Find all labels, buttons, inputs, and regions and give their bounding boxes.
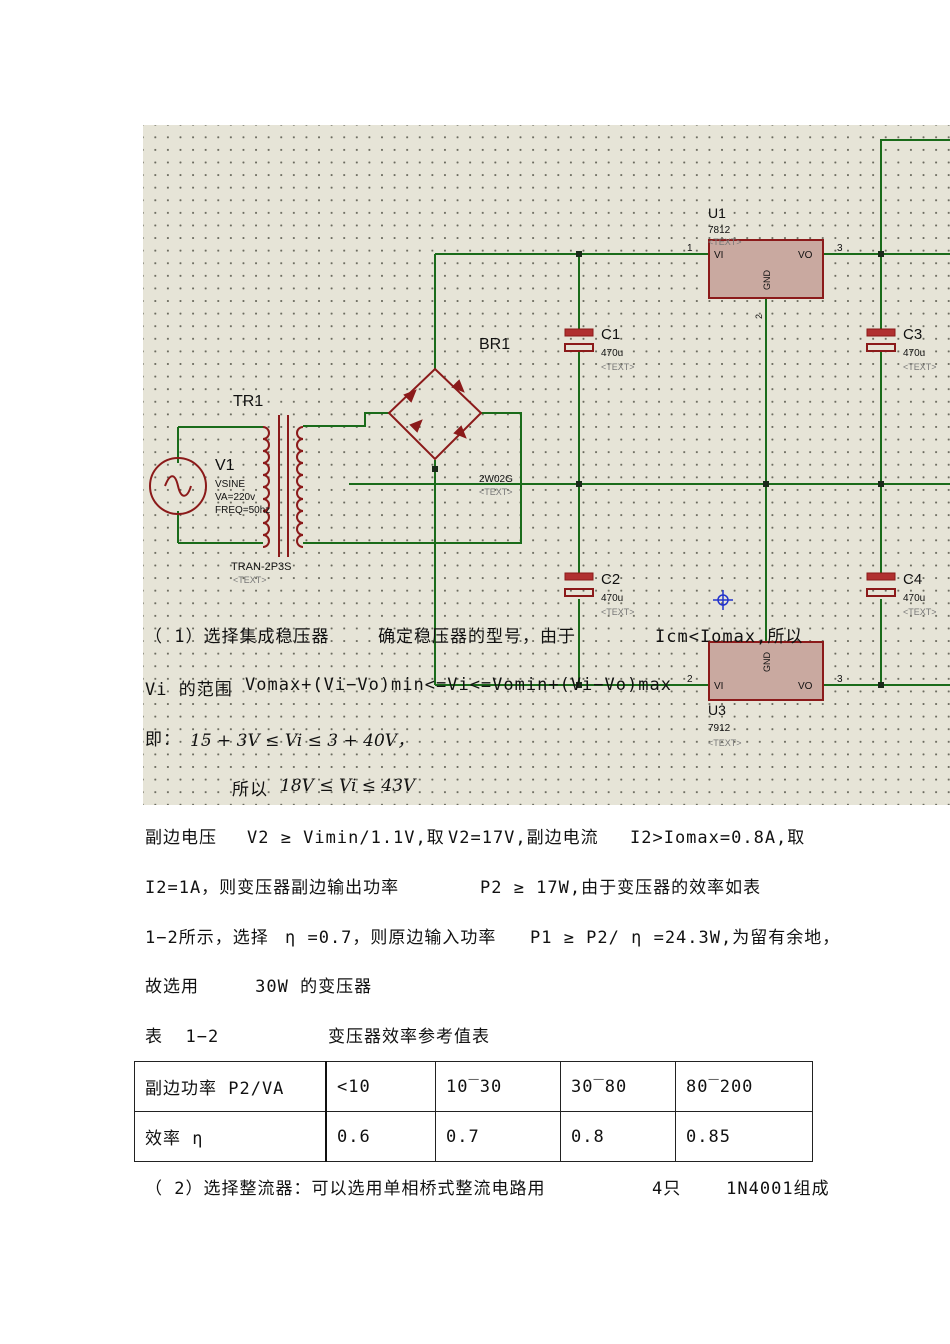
table-cell: 0.6 <box>325 1111 436 1162</box>
br1-ref: BR1 <box>479 336 510 353</box>
table-caption-title: 变压器效率参考值表 <box>328 1027 490 1047</box>
tr1-ref: TR1 <box>233 393 263 410</box>
text-line-4a: 所以 <box>232 780 268 800</box>
table-row: 副边功率 P2/VA <10 10‾30 30‾80 80‾200 <box>134 1061 813 1112</box>
text-line-5b: V2 ≥ Vimin/1.1V,取 <box>247 828 445 848</box>
text-line-5a: 副边电压 <box>145 828 217 848</box>
c3-value: 470u <box>903 348 925 359</box>
c3-text: <TEXT> <box>903 362 937 372</box>
junction-dots <box>432 251 884 688</box>
schematic-canvas: TR1 TRAN-2P3S <TEXT> V1 VSINE VA=220v FR… <box>149 139 950 748</box>
u1-pin-gnd: 2 <box>754 314 764 319</box>
c2-text: <TEXT> <box>601 607 635 617</box>
u3-vo: VO <box>798 681 813 692</box>
wires <box>177 139 950 686</box>
text-line-6a: I2=1A，则变压器副边输出功率 <box>145 878 400 898</box>
probe-icon <box>713 590 733 610</box>
c4-text: <TEXT> <box>903 607 937 617</box>
table-row: 效率 η 0.6 0.7 0.8 0.85 <box>134 1111 813 1162</box>
text-line-2a: Vi 的范围 <box>145 680 233 700</box>
text-line-7b: η =0.7，则原边输入功率 <box>285 928 497 948</box>
u1-vo: VO <box>798 250 813 261</box>
u1-pin-out: 3 <box>837 243 843 254</box>
sine-source <box>149 457 207 515</box>
v1-freq: FREQ=50hz <box>215 505 270 516</box>
u3-part: 7912 <box>708 723 731 734</box>
text-line-2b: Vomax+(Vi−Vo)min<=Vi<=Vomin+(Vi−Vo)max <box>245 675 672 695</box>
u3-pin-in: 2 <box>687 674 693 685</box>
c2-ref: C2 <box>601 571 620 588</box>
table-cell: 0.8 <box>560 1111 676 1162</box>
text-line-5c: V2=17V,副边电流 <box>448 828 599 848</box>
u3-text: <TEXT> <box>708 738 742 748</box>
efficiency-table: 副边功率 P2/VA <10 10‾30 30‾80 80‾200 效率 η 0… <box>134 1061 813 1162</box>
u3-ref: U3 <box>708 702 726 718</box>
u3-gnd: GND <box>762 652 772 673</box>
capacitors <box>564 328 896 597</box>
tr1-text: <TEXT> <box>233 575 267 585</box>
text-line-3b: 15 + 3V ≤ Vi ≤ 3 + 40V， <box>190 731 415 751</box>
text-line-3a: 即： <box>145 730 181 750</box>
text-line-1b: 确定稳压器的型号，由于 <box>378 627 576 647</box>
c1-ref: C1 <box>601 326 620 343</box>
bridge-rectifier <box>387 367 483 461</box>
text-line-6b: P2 ≥ 17W,由于变压器的效率如表 <box>480 878 762 898</box>
u1-pin-in: 1 <box>687 243 693 254</box>
table-cell: <10 <box>325 1061 436 1112</box>
text-line-7c: P1 ≥ P2/ η =24.3W,为留有余地， <box>530 928 841 948</box>
regulator-u1 <box>708 239 824 299</box>
text-line-1c: Icm<Iomax,所以 <box>655 627 804 647</box>
footer-line-b: 4只 1N4001组成 <box>652 1179 830 1199</box>
schematic-diagram: TR1 TRAN-2P3S <TEXT> V1 VSINE VA=220v FR… <box>143 125 950 805</box>
u1-ref: U1 <box>708 205 726 221</box>
c2-value: 470u <box>601 593 623 604</box>
table-cell: 10‾30 <box>435 1061 561 1112</box>
c1-value: 470u <box>601 348 623 359</box>
c1-text: <TEXT> <box>601 362 635 372</box>
u3-pin-out: 3 <box>837 674 843 685</box>
u1-gnd: GND <box>762 270 772 291</box>
v1-type: VSINE <box>215 479 245 490</box>
regulator-u3 <box>708 641 824 701</box>
table-cell: 效率 η <box>134 1111 327 1162</box>
br1-text: <TEXT> <box>479 487 513 497</box>
c3-ref: C3 <box>903 326 922 343</box>
u1-part: 7812 <box>708 225 731 236</box>
u3-vi: VI <box>714 681 723 692</box>
table-cell: 0.85 <box>675 1111 813 1162</box>
table-cell: 80‾200 <box>675 1061 813 1112</box>
c4-ref: C4 <box>903 571 922 588</box>
text-line-7a: 1−2所示，选择 <box>145 928 269 948</box>
u1-vi: VI <box>714 250 723 261</box>
v1-ref: V1 <box>215 457 235 474</box>
table-caption-number: 表 1−2 <box>145 1027 220 1047</box>
text-line-5d: I2>Iomax=0.8A,取 <box>630 828 806 848</box>
tr1-part: TRAN-2P3S <box>231 561 292 573</box>
transformer <box>262 415 304 557</box>
table-cell: 副边功率 P2/VA <box>134 1061 327 1112</box>
table-cell: 0.7 <box>435 1111 561 1162</box>
footer-line-a: （ 2）选择整流器：可以选用单相桥式整流电路用 <box>145 1179 546 1199</box>
u1-text: <TEXT> <box>708 237 742 247</box>
c4-value: 470u <box>903 593 925 604</box>
br1-part: 2W02G <box>479 474 513 485</box>
table-cell: 30‾80 <box>560 1061 676 1112</box>
text-line-8: 故选用 30W 的变压器 <box>145 977 373 997</box>
text-line-4b: 18V ≤ Vi ≤ 43V <box>280 776 416 796</box>
v1-va: VA=220v <box>215 492 255 503</box>
text-line-1a: （ 1）选择集成稳压器 <box>145 627 330 647</box>
